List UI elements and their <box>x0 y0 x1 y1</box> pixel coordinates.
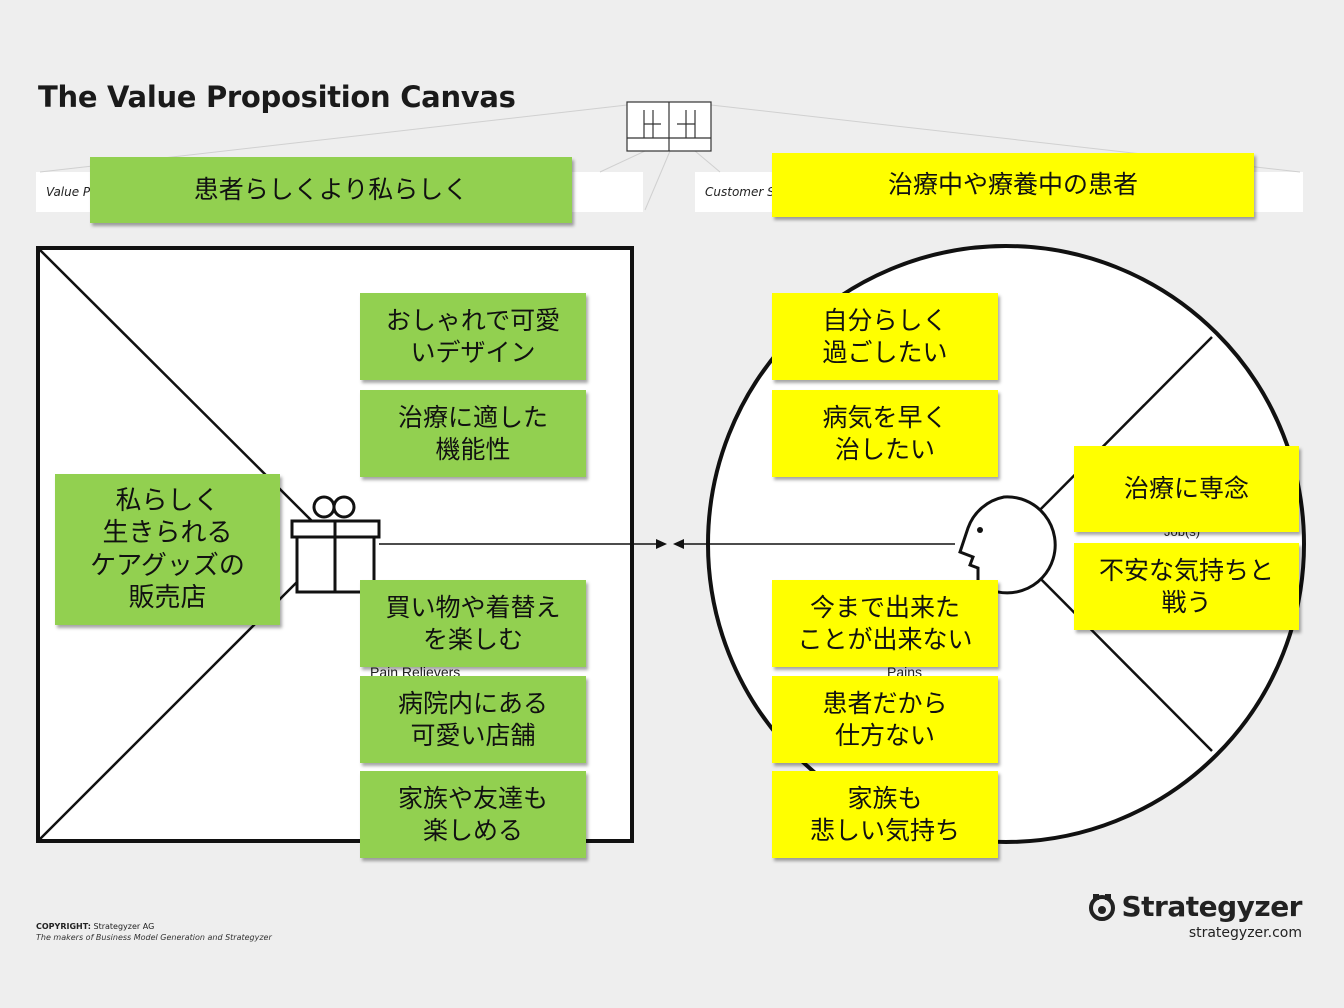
page-title: The Value Proposition Canvas <box>38 80 516 114</box>
fit-arrows <box>379 539 955 549</box>
pain-note: 家族も 悲しい気持ち <box>772 771 998 858</box>
gain-creator-note: 治療に適した 機能性 <box>360 390 586 477</box>
pain-reliever-note: 買い物や着替え を楽しむ <box>360 580 586 667</box>
job-note: 不安な気持ちと 戦う <box>1074 543 1299 630</box>
pain-note: 患者だから 仕方ない <box>772 676 998 763</box>
pain-reliever-note: 病院内にある 可愛い店舗 <box>360 676 586 763</box>
products-services-note: 私らしく 生きられる ケアグッズの 販売店 <box>55 474 280 625</box>
brand-url: strategyzer.com <box>1188 925 1302 941</box>
job-note: 治療に専念 <box>1074 446 1299 532</box>
strategyzer-logo: Strategyzer <box>1087 890 1302 923</box>
copyright-label: COPYRIGHT: <box>36 922 91 931</box>
pain-reliever-note: 家族や友達も 楽しめる <box>360 771 586 858</box>
face-icon <box>958 495 1057 595</box>
copyright-line: COPYRIGHT: Strategyzer AG <box>36 922 154 931</box>
pain-note: 今まで出来た ことが出来ない <box>772 580 998 667</box>
strategyzer-logo-icon <box>1089 893 1116 921</box>
brand-name: Strategyzer <box>1121 890 1302 923</box>
gain-creator-note: おしゃれで可愛 いデザイン <box>360 293 586 380</box>
customer-segment-note: 治療中や療養中の患者 <box>772 153 1254 217</box>
copyright-owner: Strategyzer AG <box>93 922 155 931</box>
copyright-tagline: The makers of Business Model Generation … <box>36 933 272 942</box>
canvas-thumbnail-icon <box>626 101 712 152</box>
gain-note: 自分らしく 過ごしたい <box>772 293 998 380</box>
gain-note: 病気を早く 治したい <box>772 390 998 477</box>
value-proposition-note: 患者らしくより私らしく <box>90 157 572 223</box>
